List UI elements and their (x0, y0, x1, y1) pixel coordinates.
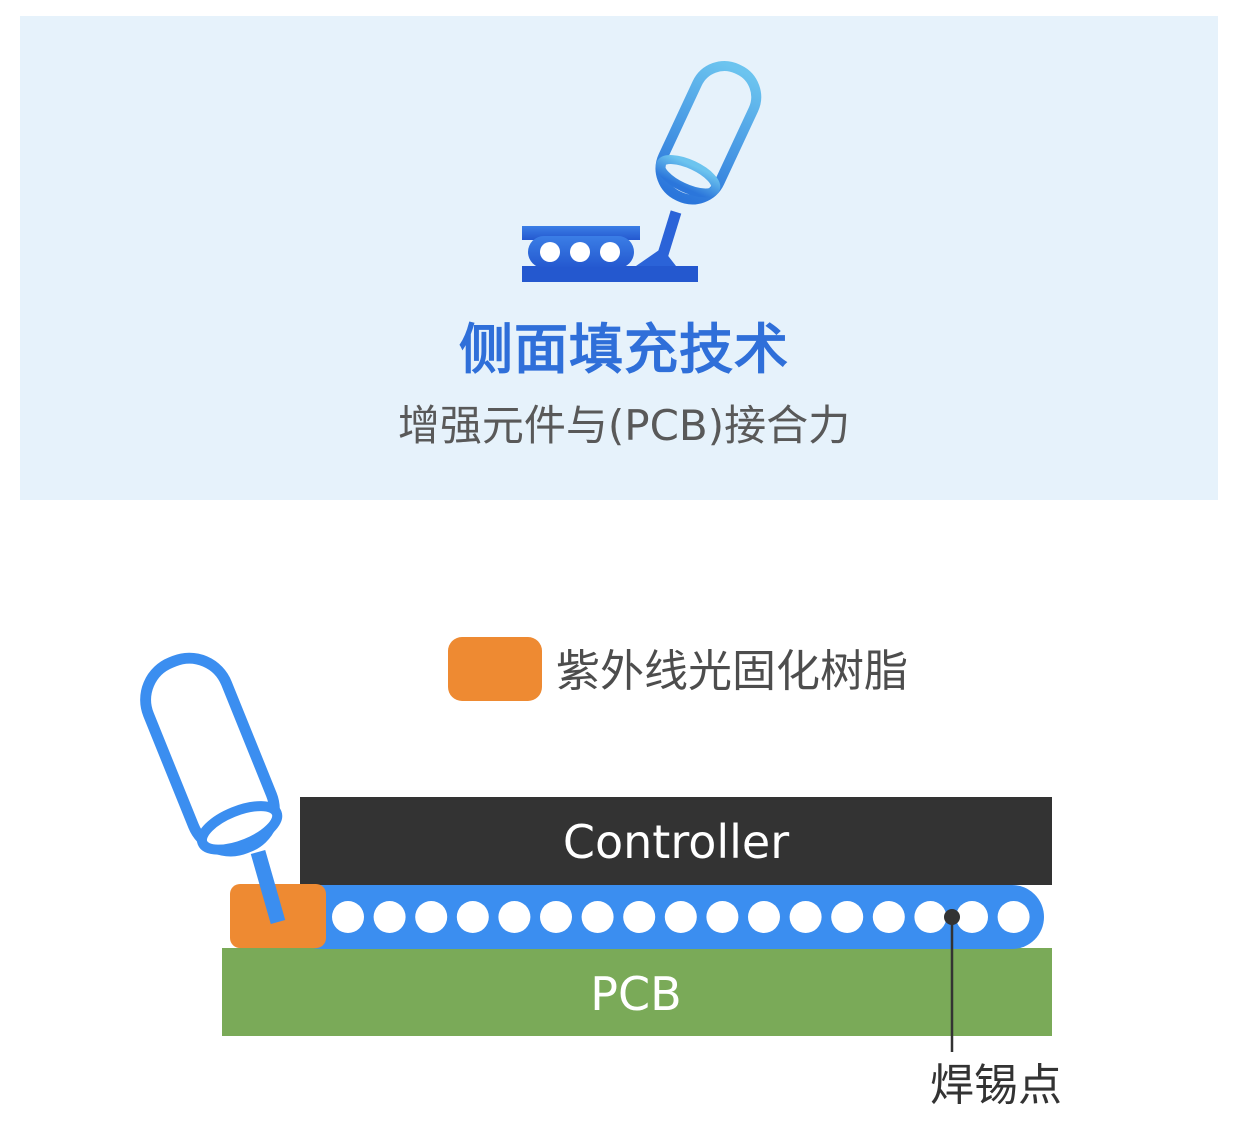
solder-ball (664, 901, 697, 933)
feature-subtitle: 增强元件与(PCB)接合力 (397, 401, 851, 450)
solder-ball (789, 901, 822, 933)
solder-ball (540, 901, 572, 933)
icon-nozzle (655, 61, 762, 205)
feature-title: 侧面填充技术 (459, 318, 789, 381)
solder-ball (914, 901, 947, 933)
controller-chip (300, 797, 1052, 885)
solder-ball (498, 901, 531, 933)
icon-board-bottom (522, 266, 698, 282)
solder-ball (415, 901, 448, 933)
solder-ball (872, 901, 905, 933)
controller-label: Controller (563, 815, 789, 869)
solder-ball (748, 901, 780, 933)
solder-ball (456, 901, 489, 933)
solder-ball (997, 901, 1030, 933)
legend-swatch-resin (448, 637, 542, 701)
solder-label: 焊锡点 (930, 1060, 1062, 1111)
dispenser-nozzle (140, 652, 283, 857)
solder-ball (373, 901, 406, 933)
uv-resin-fill (230, 884, 326, 948)
pcb-label: PCB (590, 967, 681, 1021)
solder-ball (956, 901, 988, 933)
solder-ball (581, 901, 614, 933)
legend-label-resin: 紫外线光固化树脂 (556, 646, 908, 697)
solder-ball-layer (290, 885, 1044, 949)
dispenser-nozzle-icon (522, 61, 762, 282)
solder-ball (831, 901, 864, 933)
solder-point-marker (944, 909, 960, 925)
solder-ball (623, 901, 656, 933)
solder-balls (332, 901, 1030, 933)
solder-ball (332, 901, 364, 933)
solder-ball (706, 901, 739, 933)
pcb-board (222, 948, 1052, 1036)
dispenser-needle (250, 849, 286, 925)
